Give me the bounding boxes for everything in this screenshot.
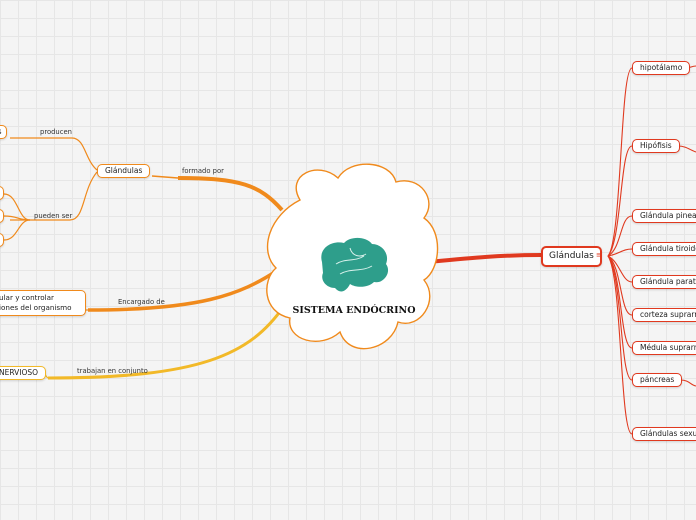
label-producen: producen	[40, 128, 72, 136]
connector-center-to-formado-por	[177, 176, 284, 212]
connector-center-to-trabajan	[47, 305, 286, 380]
right-fan-connectors	[607, 65, 696, 435]
node-glandula-paratiroides[interactable]: Glándula paratiroides	[632, 275, 696, 289]
node-hipotalamo[interactable]: hipotálamo	[632, 61, 691, 75]
node-glandula-tiroides[interactable]: Glándula tiroides	[632, 242, 696, 256]
label-encargado-de: Encargado de	[118, 298, 165, 306]
node-hormonas-partial[interactable]: as	[0, 125, 7, 139]
label-pueden-ser: pueden ser	[34, 212, 73, 220]
connector-glandulas-to-producen	[10, 137, 98, 171]
brain-icon	[321, 237, 389, 292]
node-medula-suprarrenal[interactable]: Médula suprarrenal	[632, 341, 696, 355]
node-glandula-pineal[interactable]: Glándula pineal	[632, 209, 696, 223]
node-glandulas-left[interactable]: Glándulas	[97, 164, 151, 178]
connector-glandulas-to-pueden-ser	[10, 171, 98, 221]
node-corteza-suprarrenal[interactable]: corteza suprarrenal	[632, 308, 696, 322]
connector-formado-to-glandulas	[151, 175, 179, 179]
connector-center-to-encargado	[87, 268, 279, 312]
node-hipofisis[interactable]: Hipófisis	[632, 139, 680, 153]
label-formado-por: formado por	[182, 167, 224, 175]
central-topic-title[interactable]: SISTEMA ENDÓCRINO	[292, 305, 416, 316]
node-pancreas[interactable]: páncreas	[632, 373, 683, 387]
connector-types-1	[3, 193, 31, 221]
connector-types-3	[3, 219, 31, 241]
connector-center-to-glandulas	[427, 253, 542, 264]
node-sistema-nervioso-partial[interactable]: NERVIOSO	[0, 366, 47, 380]
node-regular-line-1: ular y controlar	[0, 293, 55, 302]
collapse-toggle-icon[interactable]: ≡	[596, 251, 602, 259]
node-regular-line-2: iones del organismo	[0, 303, 72, 312]
node-regular-controlar[interactable]: ular y controlar iones del organismo	[0, 290, 86, 316]
node-glandulas-sexuales[interactable]: Glándulas sexuales	[632, 427, 696, 441]
label-trabajan-en-conjunto: trabajan en conjunto	[77, 367, 148, 375]
glandulas-main-node[interactable]: Glándulas	[541, 246, 602, 267]
